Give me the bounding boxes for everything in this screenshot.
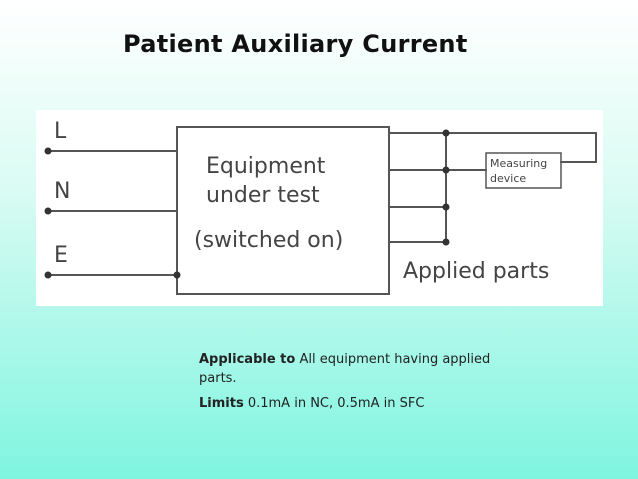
equipment-label-line3: (switched on) (194, 228, 343, 253)
applicable-text: All equipment having applied parts. (199, 352, 491, 386)
equipment-label-line1: Equipment (206, 154, 326, 179)
junction-dot-3 (442, 203, 450, 211)
equipment-box (176, 126, 390, 295)
junction-dot-1 (442, 129, 450, 137)
info-block: Applicable to All equipment having appli… (199, 350, 499, 419)
junction-dot-4 (442, 238, 450, 246)
applicable-label: Applicable to (199, 352, 296, 367)
terminal-label-e: E (54, 243, 68, 268)
test-circuit-diagram: L N E Equipment under test (switched on)… (36, 110, 603, 306)
limits-label: Limits (199, 396, 244, 411)
measuring-label-line1: Measuring (490, 157, 547, 170)
measuring-device-box (485, 152, 562, 189)
measuring-label-line2: device (490, 172, 526, 185)
terminal-dot-e (44, 271, 52, 279)
terminal-label-l: L (54, 119, 67, 144)
applied-parts-label: Applied parts (403, 259, 549, 284)
applicable-row: Applicable to All equipment having appli… (199, 350, 499, 388)
terminal-label-n: N (54, 179, 70, 204)
equipment-label-line2: under test (206, 183, 320, 208)
terminal-dot-l (44, 147, 52, 155)
page-title: Patient Auxiliary Current (123, 30, 468, 58)
limits-text: 0.1mA in NC, 0.5mA in SFC (247, 396, 425, 411)
terminal-dot-n (44, 207, 52, 215)
limits-row: Limits 0.1mA in NC, 0.5mA in SFC (199, 394, 499, 413)
circuit-svg: L N E Equipment under test (switched on)… (44, 119, 597, 295)
earth-junction-dot (173, 271, 181, 279)
junction-dot-2 (442, 166, 450, 174)
